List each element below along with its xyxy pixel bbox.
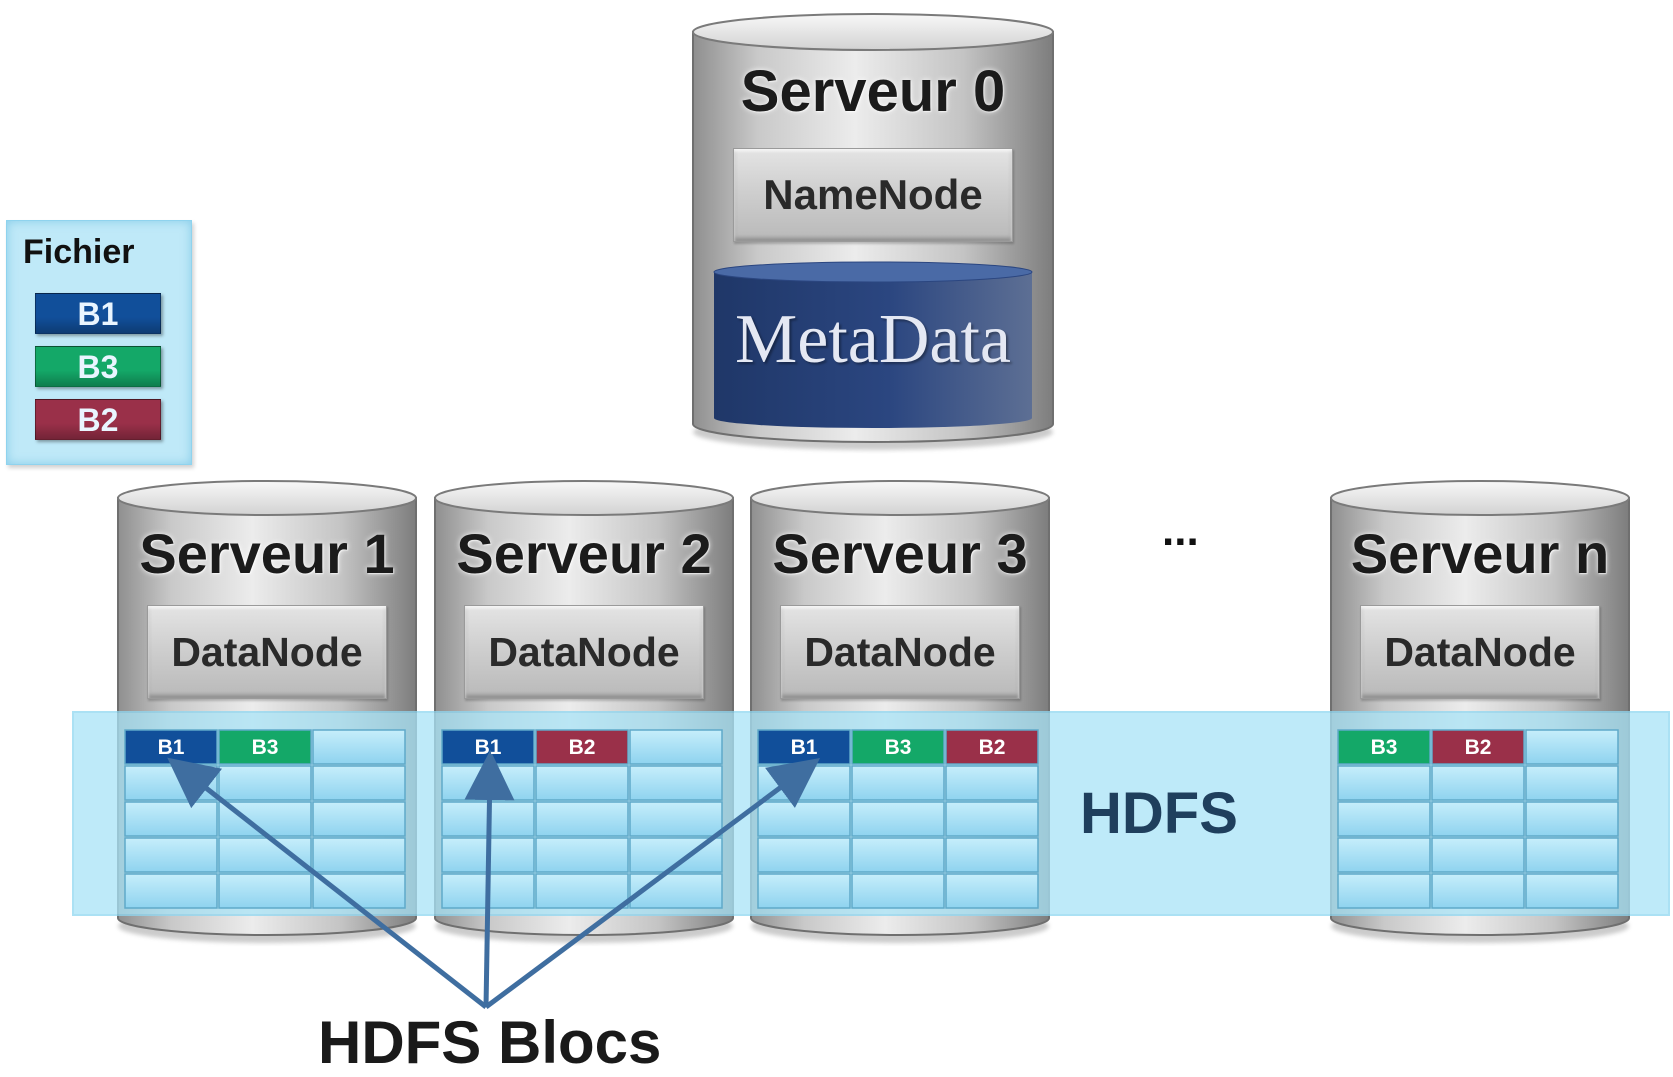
server-3-title: Serveur 3 (772, 522, 1028, 585)
legend-block-b3: B3 (35, 346, 161, 387)
block-label: B1 (474, 736, 502, 759)
legend-title: Fichier (23, 233, 135, 271)
block-pointer-arrow (167, 757, 488, 1009)
empty-block-slot (218, 765, 312, 801)
empty-block-slot (757, 837, 851, 873)
metadata-store (713, 261, 1033, 428)
empty-block-slot (312, 873, 406, 909)
server-n-datanode: DataNode (1360, 605, 1600, 699)
empty-block-slot (1525, 873, 1619, 909)
empty-block-slot (945, 837, 1039, 873)
server-n-title: Serveur n (1350, 522, 1610, 585)
empty-block-slot (945, 801, 1039, 837)
empty-block-slot (1337, 873, 1431, 909)
block-b3 (851, 729, 945, 765)
block-b3 (1337, 729, 1431, 765)
server-1-title: Serveur 1 (139, 522, 395, 585)
metadata-label: MetaData (735, 301, 1011, 378)
empty-block-slot (851, 873, 945, 909)
empty-block-slot (1337, 801, 1431, 837)
empty-block-slot (945, 765, 1039, 801)
empty-block-slot (312, 837, 406, 873)
empty-block-slot (851, 765, 945, 801)
block-b2 (945, 729, 1039, 765)
legend-block-b1: B1 (35, 293, 161, 334)
empty-block-slot (1431, 837, 1525, 873)
more-servers-ellipsis: ... (1162, 506, 1199, 555)
empty-block-slot (1525, 801, 1619, 837)
file-legend: Fichier B1 B3 B2 (6, 220, 192, 465)
empty-block-slot (535, 837, 629, 873)
legend-block-b2: B2 (35, 399, 161, 440)
empty-block-slot (629, 801, 723, 837)
empty-block-slot (218, 873, 312, 909)
block-label: B2 (568, 736, 596, 759)
empty-block-slot (757, 873, 851, 909)
empty-block-slot (1431, 873, 1525, 909)
empty-block-slot (851, 801, 945, 837)
empty-block-slot (1525, 729, 1619, 765)
block-label: B3 (884, 736, 912, 759)
block-label: B1 (157, 736, 185, 759)
empty-block-slot (629, 873, 723, 909)
empty-block-slot (312, 765, 406, 801)
block-b2 (1431, 729, 1525, 765)
server-cylinder-top (750, 480, 1050, 516)
empty-block-slot (629, 765, 723, 801)
empty-block-slot (124, 873, 218, 909)
empty-block-slot (124, 837, 218, 873)
empty-block-slot (757, 801, 851, 837)
empty-block-slot (1431, 801, 1525, 837)
empty-block-slot (218, 837, 312, 873)
empty-block-slot (629, 729, 723, 765)
server-0-title: Serveur 0 (740, 59, 1006, 124)
block-label: B2 (978, 736, 1006, 759)
block-b3 (218, 729, 312, 765)
server-2-title: Serveur 2 (456, 522, 712, 585)
empty-block-slot (312, 801, 406, 837)
empty-block-slot (945, 873, 1039, 909)
block-b2 (535, 729, 629, 765)
block-pointer-arrow (484, 758, 821, 1010)
empty-block-slot (1525, 765, 1619, 801)
server-3-datanode: DataNode (780, 605, 1020, 699)
empty-block-slot (1431, 765, 1525, 801)
empty-block-slot (1525, 837, 1619, 873)
server-2-datanode: DataNode (464, 605, 704, 699)
empty-block-slot (1337, 837, 1431, 873)
block-label: B1 (790, 736, 818, 759)
server-cylinder-top (117, 480, 417, 516)
block-pointer-arrow (464, 750, 515, 1008)
empty-block-slot (535, 801, 629, 837)
empty-block-slot (124, 801, 218, 837)
server-1-datanode: DataNode (147, 605, 387, 699)
hdfs-blocs-label: HDFS Blocs (318, 1009, 662, 1076)
empty-block-slot (1337, 765, 1431, 801)
block-label: B2 (1464, 736, 1492, 759)
server-cylinder-top (1330, 480, 1630, 516)
empty-block-slot (851, 837, 945, 873)
namenode-box: NameNode (733, 148, 1013, 242)
empty-block-slot (312, 729, 406, 765)
empty-block-slot (535, 873, 629, 909)
server-cylinder-top (434, 480, 734, 516)
block-label: B3 (1370, 736, 1398, 759)
empty-block-slot (535, 765, 629, 801)
block-label: B3 (251, 736, 279, 759)
hdfs-label: HDFS (1080, 781, 1238, 846)
